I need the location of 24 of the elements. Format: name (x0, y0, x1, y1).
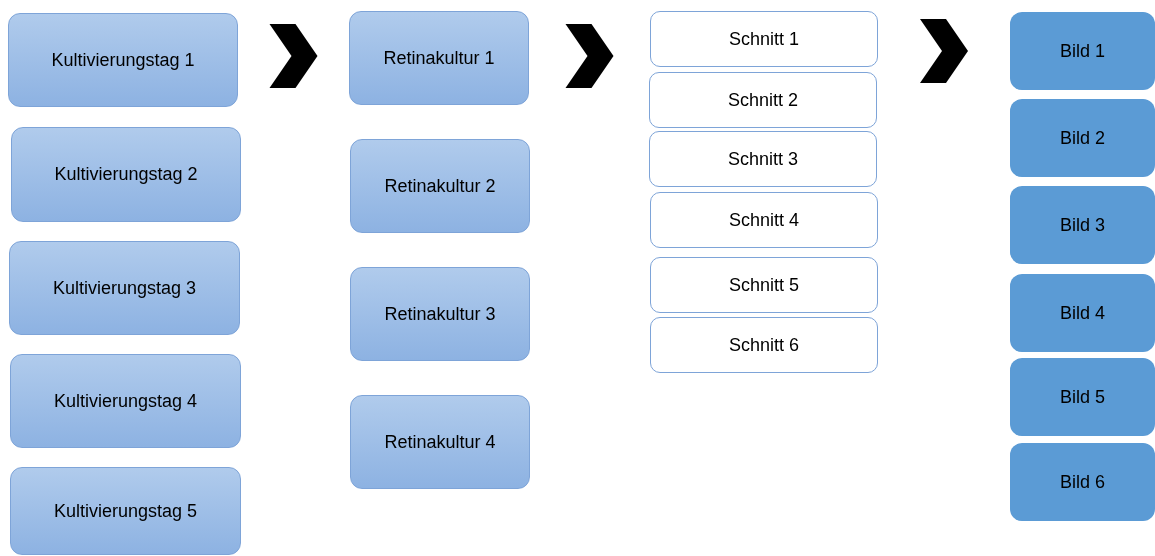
image-box: Bild 2 (1010, 99, 1155, 177)
section-box: Schnitt 4 (650, 192, 878, 248)
process-box: Retinakultur 3 (350, 267, 530, 361)
chevron-arrow (269, 24, 318, 88)
section-box: Schnitt 6 (650, 317, 878, 373)
chevron-arrow (920, 19, 968, 83)
process-box: Retinakultur 4 (350, 395, 530, 489)
section-box: Schnitt 5 (650, 257, 878, 313)
process-box: Kultivierungstag 2 (11, 127, 241, 222)
process-box: Retinakultur 2 (350, 139, 530, 233)
section-box: Schnitt 1 (650, 11, 878, 67)
chevron-arrow (565, 24, 614, 88)
image-box: Bild 1 (1010, 12, 1155, 90)
section-box: Schnitt 3 (649, 131, 877, 187)
process-box: Kultivierungstag 4 (10, 354, 241, 448)
process-box: Retinakultur 1 (349, 11, 529, 105)
image-box: Bild 3 (1010, 186, 1155, 264)
process-box: Kultivierungstag 5 (10, 467, 241, 555)
image-box: Bild 5 (1010, 358, 1155, 436)
process-box: Kultivierungstag 1 (8, 13, 238, 107)
image-box: Bild 4 (1010, 274, 1155, 352)
image-box: Bild 6 (1010, 443, 1155, 521)
section-box: Schnitt 2 (649, 72, 877, 128)
process-box: Kultivierungstag 3 (9, 241, 240, 335)
